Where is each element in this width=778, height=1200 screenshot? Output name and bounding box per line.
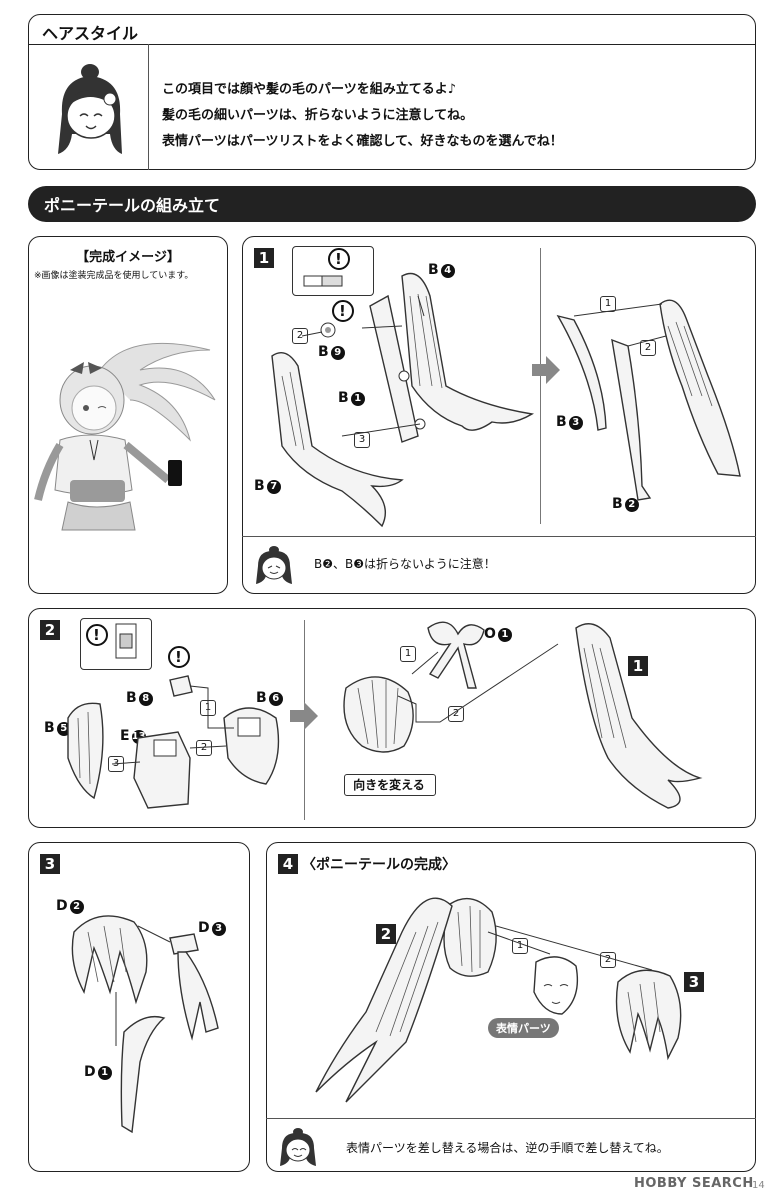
- hobby-search-watermark: HOBBY SEARCH: [634, 1176, 754, 1191]
- alert-icon: [86, 624, 108, 646]
- alert-mark: !: [175, 648, 182, 666]
- preview-title: 【完成イメージ】: [76, 250, 180, 265]
- mascot-avatar-icon: [58, 64, 122, 154]
- step-marker: 1: [400, 646, 416, 662]
- preview-box: [28, 236, 228, 594]
- section-bar-title: ポニーテールの組み立て: [44, 196, 221, 215]
- alert-icon: [168, 646, 190, 668]
- preview-note: ※画像は塗装完成品を使用しています。: [34, 271, 194, 281]
- step4-assembly-drawing: [315, 897, 682, 1103]
- socket-part-drawing: [115, 623, 137, 659]
- step-marker: 3: [354, 432, 370, 448]
- step3-number: 3: [40, 854, 60, 874]
- turn-label-box: [344, 774, 436, 796]
- alert-mark: !: [339, 302, 346, 320]
- face-parts-label: 表情パーツ: [488, 1018, 559, 1038]
- divider: [28, 44, 756, 45]
- step4-title: 〈ポニーテールの完成〉: [302, 857, 456, 873]
- peg-part-drawing: [303, 275, 343, 287]
- step1-divider: [540, 248, 541, 524]
- step4-divider: [266, 1118, 756, 1119]
- step3-assembly-drawing: [71, 915, 219, 1134]
- divider: [148, 44, 149, 170]
- step-marker: 2: [448, 706, 464, 722]
- step4-note: 表情パーツを差し替える場合は、逆の手順で差し替えてね。: [346, 1141, 669, 1155]
- hair-section: [28, 14, 756, 170]
- step4-number: 4: [278, 854, 298, 874]
- step1-warning: B❷、B❸は折らないように注意！: [314, 557, 496, 571]
- step-marker: 2: [640, 340, 656, 356]
- step1-divider: [242, 536, 756, 537]
- intro-line-2: 髪の毛の細いパーツは、折らないように注意してね。: [162, 108, 474, 123]
- intro-line-3: 表情パーツはパーツリストをよく確認して、好きなものを選んでね！: [162, 134, 563, 149]
- step2-number: 2: [40, 620, 60, 640]
- step3-box: [28, 842, 250, 1172]
- step1-assembly-drawing: [271, 272, 741, 528]
- alert-mark: !: [93, 626, 100, 644]
- turn-label: 向きを変える: [353, 778, 425, 792]
- completed-figure-image: [34, 342, 216, 531]
- section-bar: [28, 186, 756, 222]
- mascot-avatar-icon: [256, 546, 292, 584]
- mascot-avatar-icon: [280, 1128, 316, 1166]
- alert-icon: [328, 248, 350, 270]
- step-reference: 1: [628, 656, 648, 676]
- step-reference: 2: [376, 924, 396, 944]
- page-number: 14: [752, 1180, 765, 1191]
- step2-assembly-drawing: [67, 621, 703, 809]
- hair-section-title: ヘアスタイル: [42, 24, 139, 43]
- step-reference: 3: [684, 972, 704, 992]
- pin-part-drawing: [320, 322, 336, 338]
- step1-number: 1: [254, 248, 274, 268]
- step-marker: 2: [292, 328, 308, 344]
- alert-mark: !: [335, 250, 342, 268]
- alert-icon: [332, 300, 354, 322]
- intro-line-1: この項目では顔や髪の毛のパーツを組み立てるよ♪: [162, 82, 457, 97]
